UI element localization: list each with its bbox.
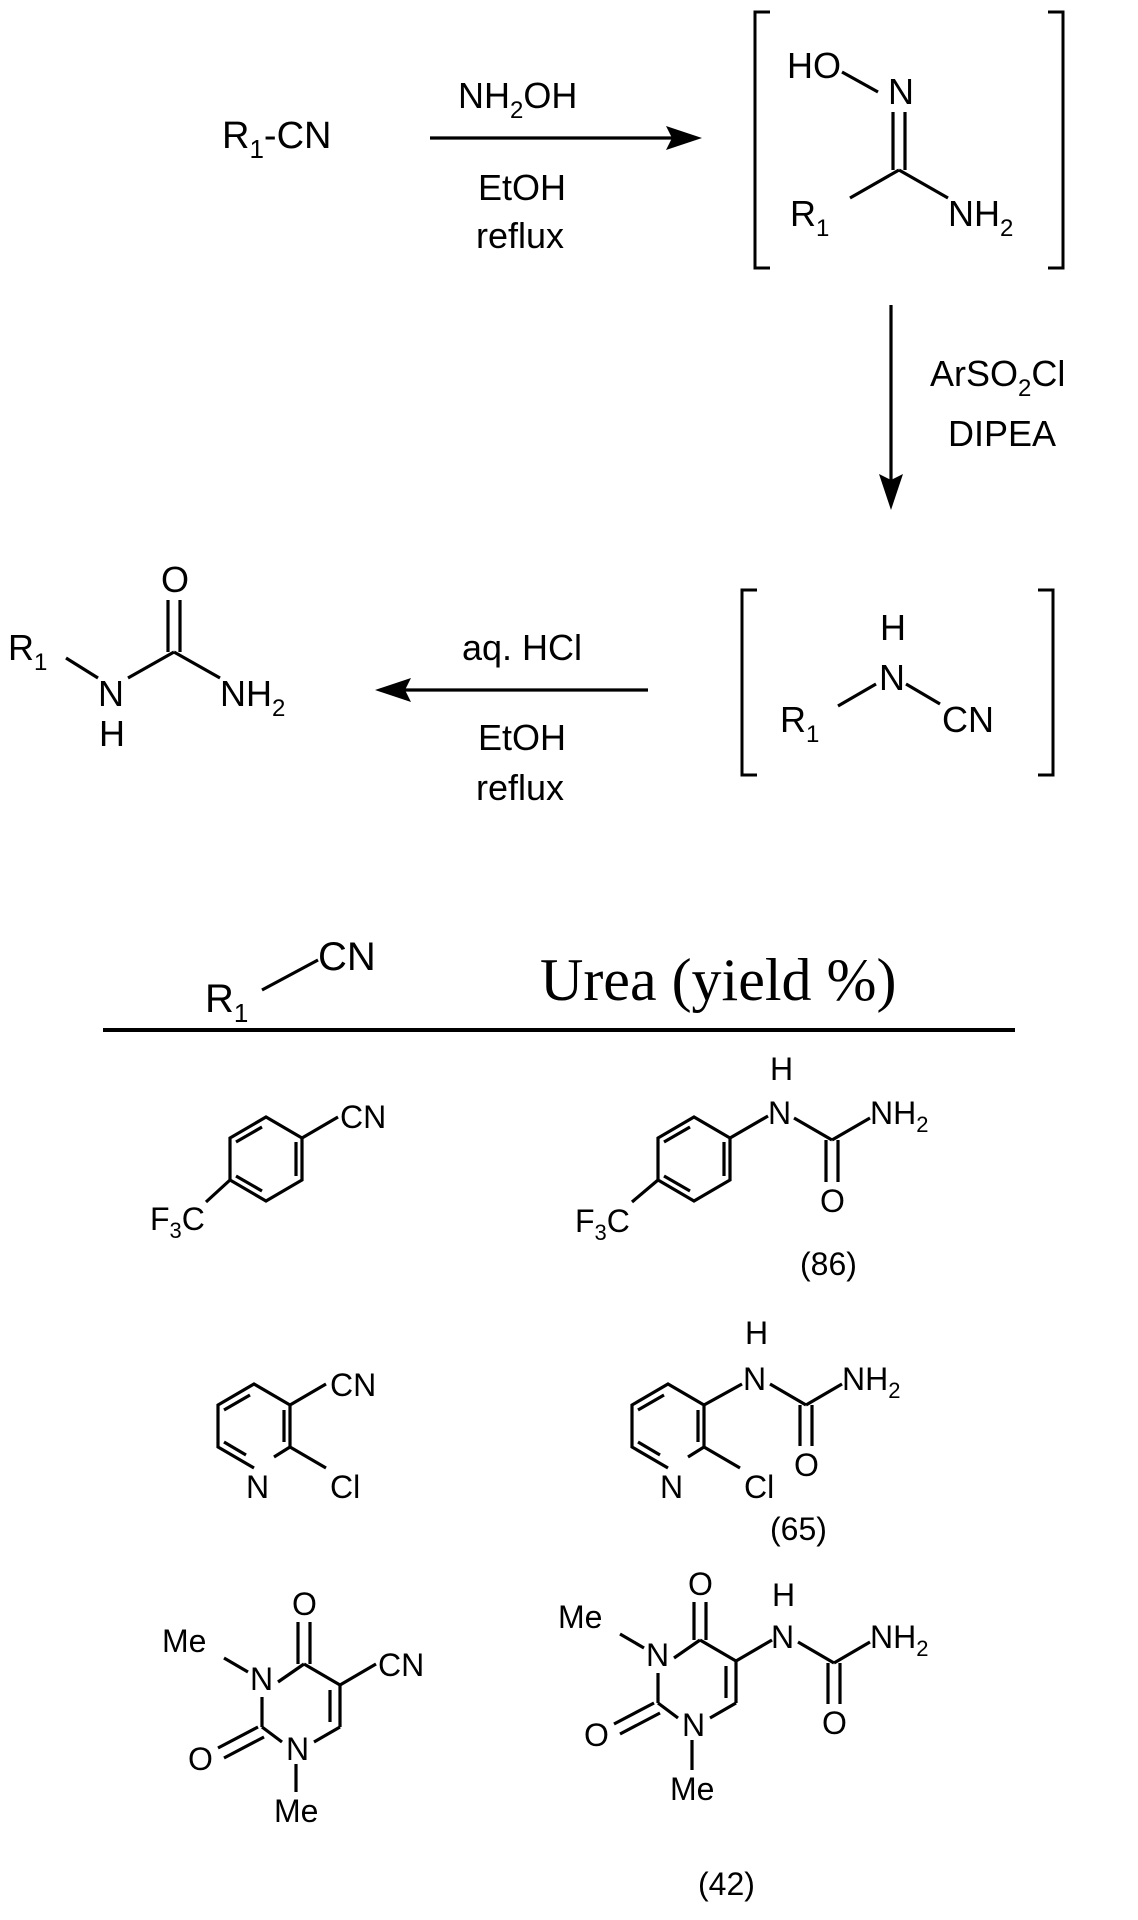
row3-urea-o-left: O <box>584 1717 609 1753</box>
row3-urea-n1: N <box>646 1637 669 1673</box>
row3-urea-o-top: O <box>688 1566 713 1602</box>
amidoxime-ho: HO <box>787 45 841 86</box>
left-bracket <box>740 588 757 777</box>
step1-condition: reflux <box>476 215 564 256</box>
row1-nitrile-cn: CN <box>340 1099 386 1135</box>
urea-r1: R1 <box>8 627 47 676</box>
urea-n: N <box>98 673 124 714</box>
row2-nitrile: N CN Cl <box>216 1367 376 1505</box>
left-bracket <box>753 10 770 270</box>
row3-urea-me2: Me <box>670 1771 714 1807</box>
cyanamide-n: N <box>879 657 905 698</box>
urea-nh2: NH2 <box>220 673 285 722</box>
cyanamide-cn: CN <box>942 699 994 740</box>
row1-urea-n: N <box>768 1095 791 1131</box>
row2-urea-n: N <box>743 1361 766 1397</box>
amidoxime-nh2: NH2 <box>948 193 1013 242</box>
row2-urea-o: O <box>794 1447 819 1483</box>
step2-reagent: ArSO2Cl <box>930 353 1065 402</box>
row1-urea-h: H <box>770 1051 793 1087</box>
row1-urea-o: O <box>820 1183 845 1219</box>
row3-urea-nh2: NH2 <box>870 1619 928 1661</box>
urea-h: H <box>99 713 125 754</box>
row3-urea-o-right: O <box>822 1705 847 1741</box>
row1-urea: H N O NH2 F3C (86) <box>575 1051 928 1282</box>
row3-nitrile-me1: Me <box>162 1623 206 1659</box>
row3-yield: (42) <box>698 1866 755 1902</box>
row3-urea-n: N <box>771 1619 794 1655</box>
step3-condition: reflux <box>476 767 564 808</box>
row3-nitrile-cn: CN <box>378 1647 424 1683</box>
cyanamide-r1: R1 <box>780 699 819 748</box>
step3-reagent: aq. HCl <box>462 627 582 668</box>
row1-urea-cf3: F3C <box>575 1203 630 1245</box>
header-cn: CN <box>318 935 376 979</box>
row3-nitrile-o-top: O <box>292 1586 317 1622</box>
row3-nitrile-me2: Me <box>274 1793 318 1829</box>
amidoxime-n: N <box>888 71 914 112</box>
row2-urea-ring-n: N <box>660 1469 683 1505</box>
row1-yield: (86) <box>800 1246 857 1282</box>
row2-nitrile-cl: Cl <box>330 1469 360 1505</box>
row3-urea-me1: Me <box>558 1599 602 1635</box>
row1-nitrile: CN F3C <box>150 1099 386 1243</box>
step1-reagent: NH2OH <box>458 75 577 124</box>
row3-nitrile-o-left: O <box>188 1741 213 1777</box>
row2-urea-nh2: NH2 <box>842 1361 900 1403</box>
row3-nitrile-n2: N <box>286 1731 309 1767</box>
row2-urea-cl: Cl <box>744 1469 774 1505</box>
amidoxime-intermediate: HO N R1 NH2 <box>753 10 1065 270</box>
row1-urea-nh2: NH2 <box>870 1095 928 1137</box>
cyanamide-intermediate: H N R1 CN <box>740 588 1055 777</box>
step2-arrow <box>879 305 903 510</box>
step3-solvent: EtOH <box>478 717 566 758</box>
right-bracket <box>1048 10 1065 270</box>
row3-nitrile-n1: N <box>250 1661 273 1697</box>
right-bracket <box>1038 588 1055 777</box>
row3-urea: O H N O NH2 N Me O N Me (42) <box>558 1566 928 1902</box>
header-r1: R1 <box>205 977 248 1028</box>
urea-product: R1 N H O NH2 <box>8 559 285 754</box>
step1-arrow <box>430 126 702 150</box>
amidoxime-r1: R1 <box>790 193 829 242</box>
cyanamide-h: H <box>880 607 906 648</box>
row1-nitrile-cf3: F3C <box>150 1201 205 1243</box>
row3-nitrile: O CN N Me O N Me <box>162 1586 424 1829</box>
row2-yield: (65) <box>770 1511 827 1547</box>
urea-o: O <box>161 559 189 600</box>
header-urea-yield: Urea (yield %) <box>540 947 896 1013</box>
table-header: R1 CN Urea (yield %) <box>103 935 1015 1032</box>
step2-base: DIPEA <box>948 413 1056 454</box>
start-nitrile-label: R1-CN <box>222 115 331 164</box>
row3-urea-n2: N <box>682 1707 705 1743</box>
step3-arrow <box>375 678 648 702</box>
row2-urea: N Cl H N O NH2 (65) <box>630 1315 900 1547</box>
row2-nitrile-n: N <box>246 1469 269 1505</box>
row2-nitrile-cn: CN <box>330 1367 376 1403</box>
row3-urea-h: H <box>772 1577 795 1613</box>
step1-solvent: EtOH <box>478 167 566 208</box>
row2-urea-h: H <box>745 1315 768 1351</box>
